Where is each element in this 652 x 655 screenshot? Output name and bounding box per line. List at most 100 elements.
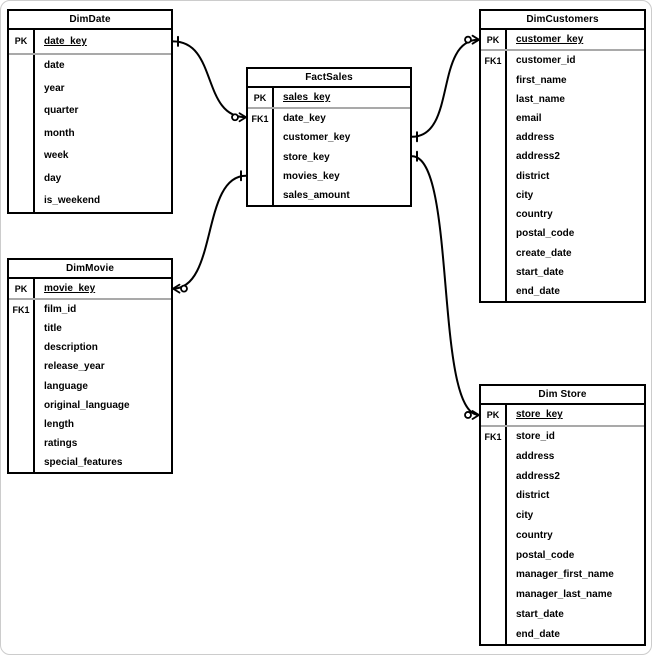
field-name: email — [516, 112, 542, 124]
field-name: address2 — [516, 470, 560, 482]
field-row: end_date — [481, 624, 644, 644]
field-row: month — [9, 122, 171, 145]
field-name: month — [44, 127, 75, 139]
key-badge — [481, 243, 507, 263]
key-badge — [9, 357, 35, 377]
field-name: week — [44, 150, 69, 162]
key-badge — [9, 452, 35, 472]
relationship-factsales-dimcustomers[interactable] — [411, 34, 480, 143]
field-name: title — [44, 323, 62, 335]
key-badge — [481, 89, 507, 109]
field-row: manager_first_name — [481, 565, 644, 585]
field-name: language — [44, 380, 88, 392]
field-name: release_year — [44, 361, 105, 373]
field-row: district — [481, 166, 644, 186]
key-badge — [9, 189, 35, 212]
key-badge — [481, 446, 507, 467]
key-badge — [248, 147, 274, 167]
field-row: end_date — [481, 281, 644, 302]
field-row: first_name — [481, 70, 644, 90]
entity-title: FactSales — [248, 69, 410, 88]
key-badge — [481, 128, 507, 148]
key-badge — [248, 128, 274, 148]
field-row: customer_key — [248, 128, 410, 148]
field-row: email — [481, 108, 644, 129]
key-badge — [9, 54, 35, 77]
key-badge: FK1 — [481, 51, 507, 71]
relationship-dimdate-factsales[interactable] — [172, 35, 247, 123]
field-row: original_language — [9, 395, 171, 415]
field-name: sales_amount — [283, 189, 350, 201]
key-badge — [481, 565, 507, 585]
key-badge — [9, 414, 35, 434]
field-row: store_key — [248, 147, 410, 167]
entity-title: Dim Store — [481, 386, 644, 405]
field-name: address — [516, 132, 555, 144]
field-name: country — [516, 209, 553, 221]
key-badge — [481, 147, 507, 167]
entity-title: DimMovie — [9, 260, 171, 279]
key-badge — [481, 624, 507, 644]
field-name: sales_key — [283, 92, 331, 104]
relationship-factsales-dimstore[interactable] — [411, 150, 480, 420]
field-row: week — [9, 144, 171, 167]
key-badge — [481, 224, 507, 244]
key-badge — [481, 584, 507, 605]
key-badge — [9, 77, 35, 100]
relationship-factsales-dimmovie[interactable] — [172, 170, 247, 294]
key-badge — [481, 185, 507, 205]
field-row: description — [9, 338, 171, 358]
key-badge — [481, 262, 507, 282]
field-name: postal_code — [516, 549, 575, 561]
field-row: address — [481, 446, 644, 467]
field-row: length — [9, 414, 171, 434]
key-badge — [481, 505, 507, 526]
field-name: ratings — [44, 437, 78, 449]
field-row: sales_amount — [248, 185, 410, 206]
field-row: language — [9, 376, 171, 396]
key-badge — [9, 338, 35, 358]
field-name: manager_last_name — [516, 589, 613, 601]
field-name: start_date — [516, 266, 564, 278]
key-badge — [481, 70, 507, 90]
field-name: date_key — [283, 113, 326, 125]
key-badge — [481, 525, 507, 546]
field-name: special_features — [44, 456, 123, 468]
key-badge — [481, 604, 507, 625]
key-badge — [481, 486, 507, 506]
field-row: movies_key — [248, 166, 410, 186]
field-name: store_key — [283, 151, 330, 163]
field-row: address — [481, 128, 644, 148]
field-name: movies_key — [283, 170, 340, 182]
field-name: description — [44, 342, 98, 354]
key-badge — [481, 281, 507, 302]
key-badge — [9, 433, 35, 453]
field-name: city — [516, 510, 534, 522]
field-row: year — [9, 77, 171, 100]
key-badge — [9, 319, 35, 339]
entity-title: DimCustomers — [481, 11, 644, 30]
key-badge: PK — [9, 279, 35, 299]
field-row: title — [9, 319, 171, 339]
key-badge — [481, 545, 507, 565]
field-row: release_year — [9, 357, 171, 377]
field-name: year — [44, 82, 65, 94]
field-row: manager_last_name — [481, 584, 644, 605]
field-name: length — [44, 418, 74, 430]
